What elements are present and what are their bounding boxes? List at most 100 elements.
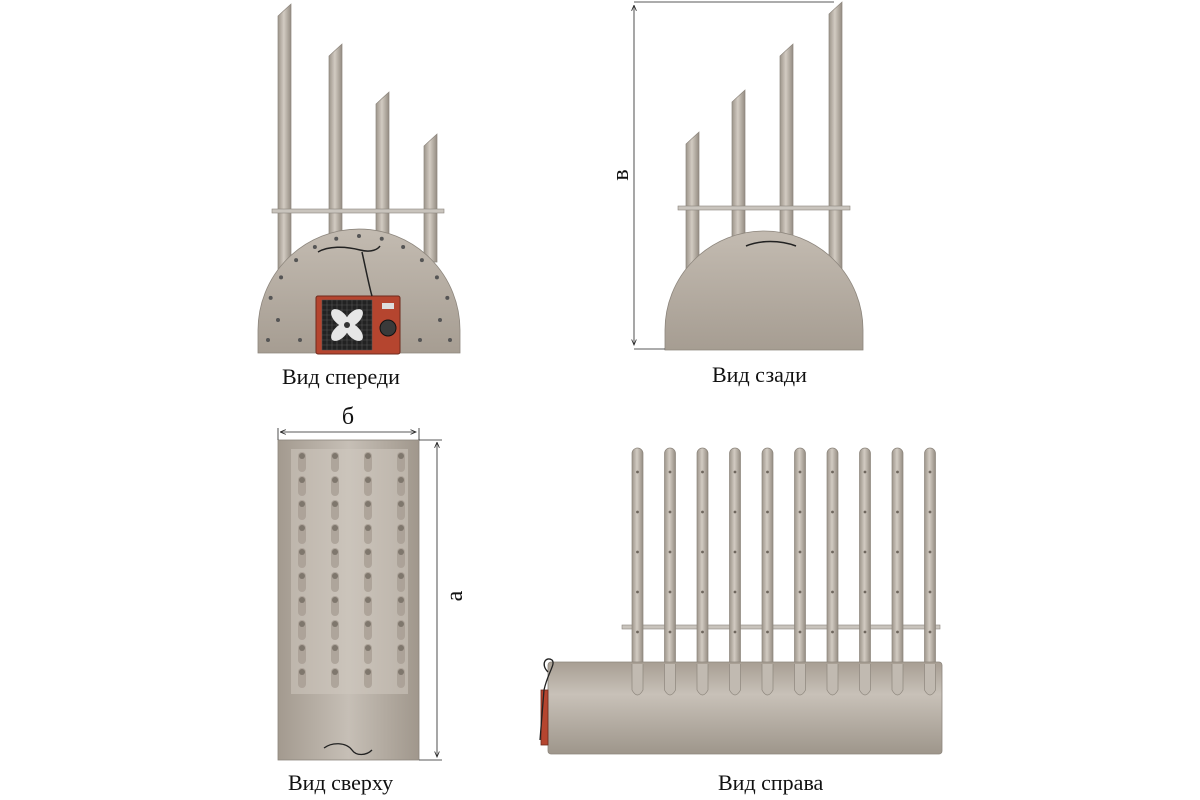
front-bolts [266, 234, 452, 342]
right-pipe-rivet [668, 550, 672, 554]
top-pipe-opening [332, 501, 338, 507]
right-pipe [729, 447, 741, 689]
right-pipe-foot [924, 664, 936, 696]
right-pipe-rivet [636, 510, 639, 514]
top-pipe-opening [365, 501, 371, 507]
top-pipe-opening [332, 477, 338, 483]
right-pipe-rivet [798, 510, 802, 514]
top-pipe-opening [398, 525, 404, 531]
top-view-caption: Вид сверху [288, 770, 393, 795]
right-pipe [761, 447, 774, 689]
front-bolt [419, 258, 424, 263]
fan-knob [379, 319, 397, 337]
power-cable-icon [317, 245, 381, 297]
front-bolt [448, 338, 452, 342]
top-pipe-opening [365, 477, 371, 483]
top-pipe-opening [398, 477, 404, 483]
right-pipe-rivet [896, 510, 899, 514]
top-pipe-opening [332, 453, 338, 459]
right-pipe-rivet [733, 510, 737, 514]
right-pipe-rivet [863, 550, 867, 554]
top-pipe-opening [299, 453, 305, 459]
right-pipe-rivet [701, 510, 704, 514]
front-bolt [294, 258, 299, 263]
right-pipe-foot [631, 664, 644, 696]
front-bolt [357, 234, 361, 238]
right-pipe [924, 447, 936, 689]
right-pipe-rivet [701, 470, 704, 474]
right-pipes [631, 447, 936, 689]
front-view-caption: Вид спереди [282, 364, 400, 389]
top-pipe-opening [332, 621, 338, 627]
right-pipe-foot [891, 664, 904, 696]
right-pipe [664, 447, 676, 689]
front-bolt [445, 295, 450, 300]
right-view: Вид справа [539, 447, 943, 795]
right-pipe-rivet [896, 630, 899, 634]
right-pipe-rivet [733, 590, 737, 594]
top-pipe-opening [299, 477, 305, 483]
right-pipe-rivet [701, 550, 704, 554]
top-pipe-opening [332, 645, 338, 651]
front-bolt [298, 338, 302, 342]
front-bolt [276, 318, 280, 322]
top-pipe-opening [398, 621, 404, 627]
top-pipe-opening [332, 669, 338, 675]
right-pipe-rivet [636, 630, 639, 634]
right-pipe-rivet [798, 630, 802, 634]
top-pipe-opening [365, 453, 371, 459]
right-pipe-rivet [733, 550, 737, 554]
front-bolt [266, 338, 270, 342]
right-pipe-rivet [733, 470, 737, 474]
right-pipe [826, 447, 839, 689]
front-pipe [423, 133, 438, 263]
top-view: б а Вид сверху [277, 404, 468, 795]
right-cable [539, 658, 554, 741]
top-pipe-opening [332, 525, 338, 531]
top-pipe-opening [398, 645, 404, 651]
right-pipe-rivet [831, 510, 834, 514]
right-pipe-rivet [896, 590, 899, 594]
top-pipe-opening [398, 453, 404, 459]
front-bolt [379, 236, 384, 241]
top-pipe-opening [299, 645, 305, 651]
right-pipe-rivet [928, 510, 932, 514]
right-pipe-rivet [766, 550, 769, 554]
right-pipe-rivet [798, 590, 802, 594]
width-dimension: б [277, 404, 420, 440]
right-pipe-rivet [863, 470, 867, 474]
right-pipe-rivet [928, 550, 932, 554]
length-label: а [442, 590, 468, 601]
top-pipe-opening [299, 549, 305, 555]
right-pipe-foot [761, 664, 774, 696]
right-pipe-rivet [636, 470, 639, 474]
right-pipe-rivet [863, 630, 867, 634]
top-pipe-opening [365, 573, 371, 579]
top-pipe-opening [398, 597, 404, 603]
front-cross-rod [271, 208, 445, 214]
top-pipe-opening [332, 597, 338, 603]
front-bolt [268, 295, 273, 300]
right-pipe-rivet [766, 470, 769, 474]
top-pipe-opening [332, 573, 338, 579]
right-pipe-rivet [896, 550, 899, 554]
right-cross-rod [621, 624, 941, 630]
top-pipe-opening [332, 549, 338, 555]
right-pipe-rivet [831, 630, 834, 634]
top-pipe-opening [365, 549, 371, 555]
front-bolt [279, 275, 284, 280]
right-pipe-rivet [798, 550, 802, 554]
right-pipe-rivet [668, 510, 672, 514]
top-pipe-opening [299, 597, 305, 603]
right-pipe-rivet [831, 470, 834, 474]
right-pipe [859, 447, 871, 689]
front-bolt [418, 338, 422, 342]
back-view: в Вид сзади [608, 1, 864, 387]
right-pipe-rivet [668, 470, 672, 474]
right-pipe-foot [664, 664, 676, 696]
width-label: б [342, 404, 354, 430]
top-pipe-opening [365, 669, 371, 675]
top-pipe-opening [365, 645, 371, 651]
right-pipe-rivet [928, 630, 932, 634]
